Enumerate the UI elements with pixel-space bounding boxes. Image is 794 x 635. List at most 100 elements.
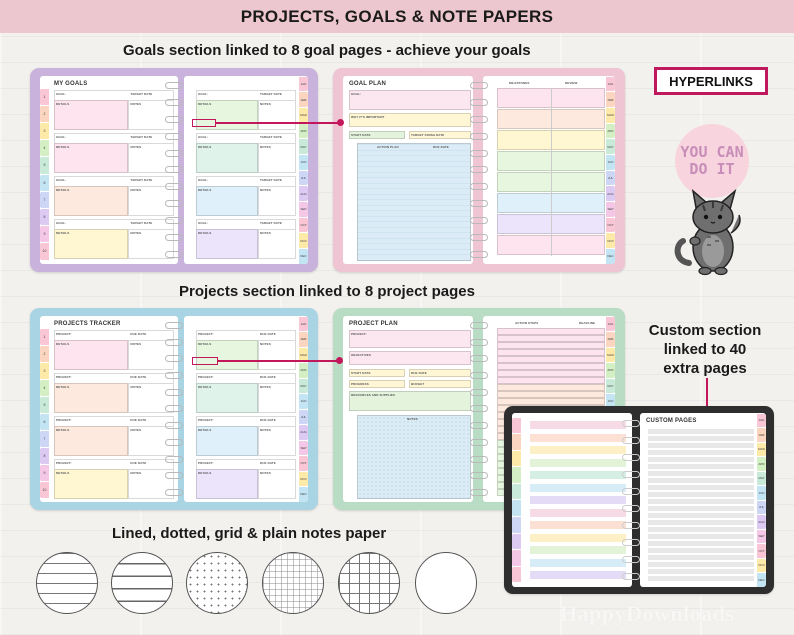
details-box[interactable] [196, 426, 258, 456]
custom-page-row[interactable] [648, 485, 754, 490]
month-tab-feb[interactable]: FEB [606, 92, 615, 107]
custom-page-row[interactable] [648, 569, 754, 574]
custom-index-row[interactable] [530, 433, 626, 442]
details-box[interactable] [196, 383, 258, 413]
notes-field[interactable] [357, 415, 471, 499]
month-tab-oct[interactable]: OCT [606, 217, 615, 233]
month-tab-oct[interactable]: OCT [299, 456, 308, 471]
month-tab-apr[interactable]: APR [606, 123, 615, 139]
custom-page-row[interactable] [648, 443, 754, 448]
custom-page-row[interactable] [648, 429, 754, 434]
notes-box[interactable] [258, 186, 296, 216]
action-step-row[interactable] [497, 356, 605, 363]
custom-index-row[interactable] [530, 421, 626, 429]
month-tab-apr[interactable]: APR [757, 457, 766, 471]
month-tab-dec[interactable]: DEC [299, 248, 308, 264]
custom-page-row[interactable] [648, 520, 754, 525]
progress-field[interactable] [349, 380, 405, 388]
month-tab-nov[interactable]: NOV [606, 233, 615, 248]
number-tab-1[interactable]: 1 [40, 328, 49, 345]
month-tab-sep[interactable]: SEP [757, 529, 766, 543]
month-tab-feb[interactable]: FEB [757, 428, 766, 442]
month-tab-may[interactable]: MAY [606, 378, 615, 393]
month-tab-mar[interactable]: MAR [606, 107, 615, 123]
goal-field[interactable] [349, 90, 471, 110]
custom-index-row[interactable] [530, 521, 626, 529]
month-tab-may[interactable]: MAY [606, 139, 615, 154]
action-step-row[interactable] [497, 363, 605, 370]
custom-index-row[interactable] [530, 546, 626, 554]
action-step-row[interactable] [497, 377, 605, 384]
month-tab-apr[interactable]: APR [606, 363, 615, 378]
details-box[interactable] [196, 469, 258, 499]
month-tab-sep[interactable]: SEP [606, 201, 615, 217]
month-tab-dec[interactable]: DEC [606, 248, 615, 264]
details-box[interactable] [54, 100, 129, 130]
custom-page-row[interactable] [648, 513, 754, 518]
custom-index-row[interactable] [530, 571, 626, 579]
action-step-row[interactable] [497, 349, 605, 356]
month-tab-sep[interactable]: SEP [299, 201, 308, 217]
custom-index-row[interactable] [530, 558, 626, 567]
custom-page-row[interactable] [648, 555, 754, 560]
custom-page-row[interactable] [648, 478, 754, 483]
month-tab-apr[interactable]: APR [299, 123, 308, 139]
number-tab-7[interactable]: 7 [40, 191, 49, 208]
number-tab-8[interactable]: 8 [40, 208, 49, 226]
number-tab-10[interactable] [512, 566, 521, 583]
number-tab-2[interactable]: 2 [40, 345, 49, 362]
custom-index-row[interactable] [530, 533, 626, 542]
custom-index-row[interactable] [530, 458, 626, 467]
details-box[interactable] [54, 340, 129, 370]
number-tab-2[interactable] [512, 434, 521, 450]
number-tab-7[interactable] [512, 517, 521, 533]
action-step-row[interactable] [497, 335, 605, 342]
month-tab-jul[interactable]: JUL [606, 170, 615, 186]
month-tab-mar[interactable]: MAR [757, 442, 766, 456]
number-tab-9[interactable] [512, 550, 521, 566]
month-tab-mar[interactable]: MAR [299, 107, 308, 123]
custom-index-row[interactable] [530, 496, 626, 504]
number-tab-6[interactable]: 6 [40, 174, 49, 191]
details-box[interactable] [54, 426, 129, 456]
number-tab-9[interactable]: 9 [40, 226, 49, 243]
month-tab-dec[interactable]: DEC [757, 573, 766, 587]
custom-page-row[interactable] [648, 562, 754, 567]
custom-page-row[interactable] [648, 548, 754, 553]
custom-index-row[interactable] [530, 483, 626, 492]
custom-page-row[interactable] [648, 436, 754, 441]
action-step-row[interactable] [497, 328, 605, 335]
action-step-row[interactable] [497, 370, 605, 377]
month-tab-jul[interactable]: JUL [299, 409, 308, 424]
notes-box[interactable] [258, 100, 296, 130]
number-tab-3[interactable] [512, 450, 521, 467]
custom-page-row[interactable] [648, 492, 754, 497]
number-tab-7[interactable]: 7 [40, 430, 49, 447]
details-box[interactable] [196, 340, 258, 370]
action-step-row[interactable] [497, 391, 605, 398]
month-tab-aug[interactable]: AUG [606, 186, 615, 201]
details-box[interactable] [54, 229, 129, 259]
number-tab-4[interactable]: 4 [40, 379, 49, 396]
month-tab-jun[interactable]: JUN [606, 154, 615, 170]
project-hyperlink-box[interactable] [192, 357, 218, 365]
month-tab-dec[interactable]: DEC [299, 487, 308, 502]
number-tab-9[interactable]: 9 [40, 464, 49, 481]
details-box[interactable] [54, 143, 129, 173]
number-tab-4[interactable]: 4 [40, 140, 49, 157]
month-tab-oct[interactable]: OCT [757, 544, 766, 558]
details-box[interactable] [54, 469, 129, 499]
month-tab-jul[interactable]: JUL [757, 500, 766, 514]
custom-page-row[interactable] [648, 450, 754, 455]
number-tab-10[interactable]: 10 [40, 481, 49, 498]
custom-page-row[interactable] [648, 471, 754, 476]
details-box[interactable] [196, 143, 258, 173]
month-tab-nov[interactable]: NOV [757, 558, 766, 572]
month-tab-nov[interactable]: NOV [299, 471, 308, 486]
action-step-row[interactable] [497, 342, 605, 349]
month-tab-aug[interactable]: AUG [299, 425, 308, 440]
month-tab-feb[interactable]: FEB [299, 92, 308, 107]
month-tab-mar[interactable]: MAR [606, 347, 615, 362]
month-tab-jan[interactable]: JAN [299, 316, 308, 331]
number-tab-6[interactable] [512, 500, 521, 517]
